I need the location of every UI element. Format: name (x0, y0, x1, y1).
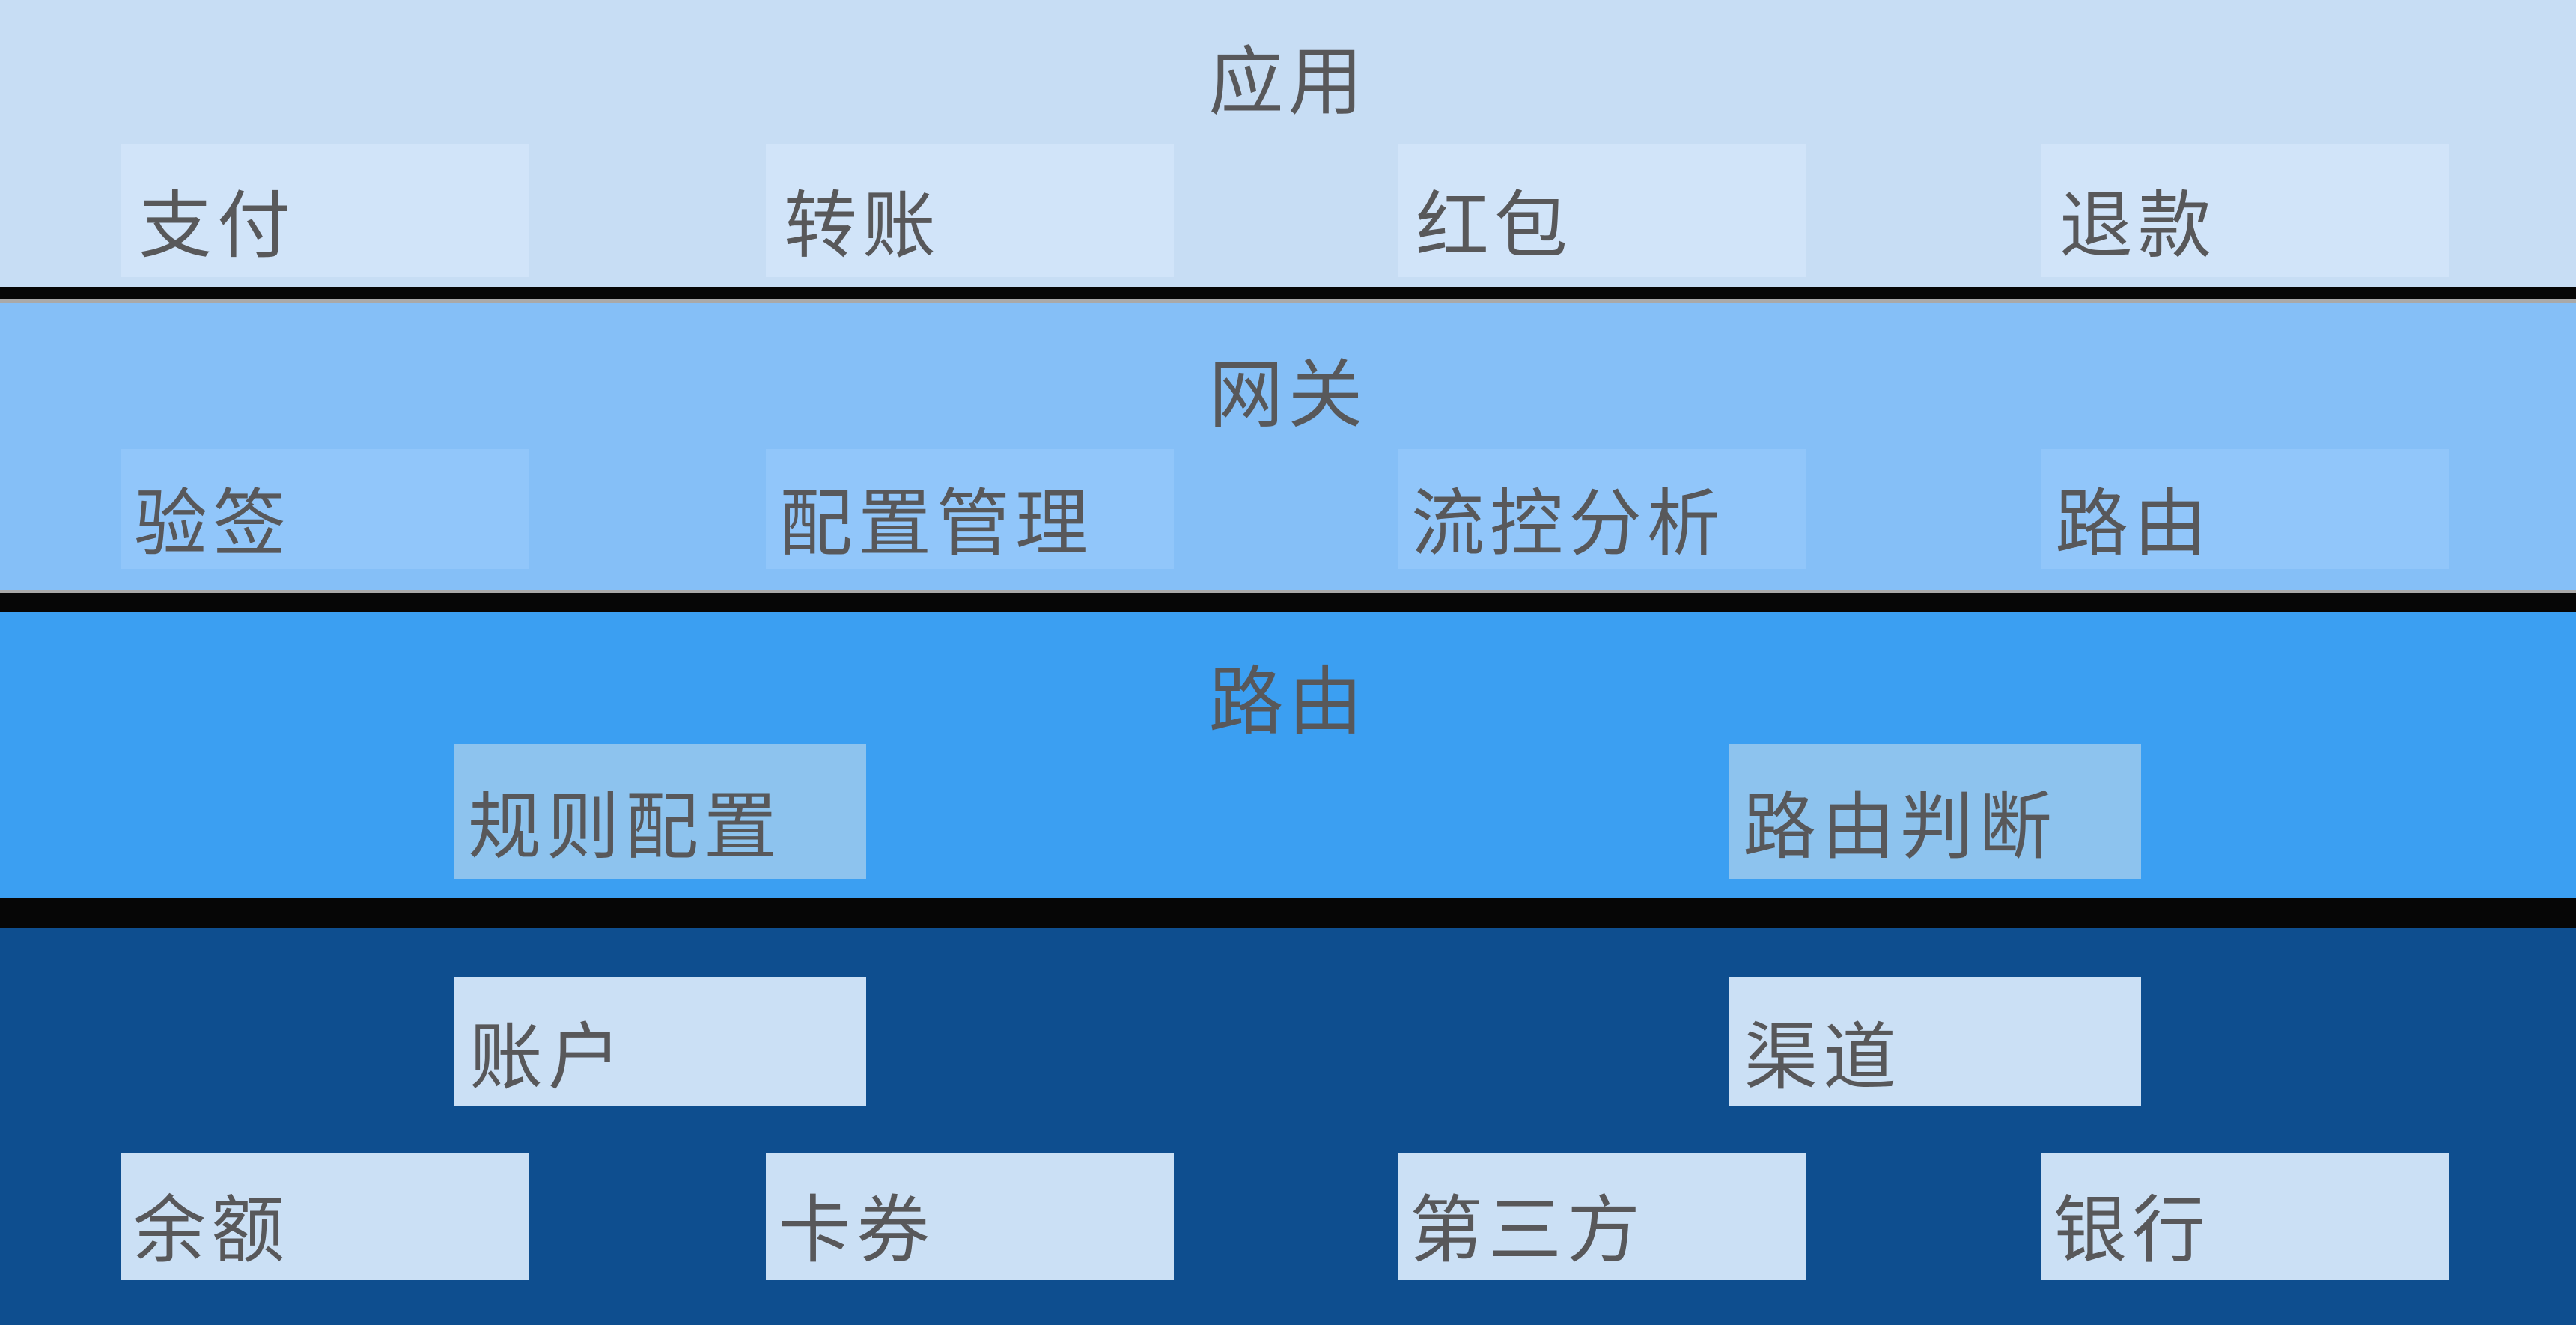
routing-item-rule-config-label: 规则配置 (468, 785, 783, 868)
layer-application: 应用 支付 转账 红包 退款 (0, 0, 2576, 287)
layer-divider-3 (0, 898, 2576, 928)
app-item-payment-label: 支付 (138, 184, 296, 266)
gateway-item-sign-verification: 验签 (121, 449, 529, 569)
layer-application-title: 应用 (1208, 40, 1368, 124)
layer-routing: 路由 规则配置 路由判断 (0, 612, 2576, 898)
foundation-item-card-coupon: 卡券 (766, 1153, 1174, 1280)
foundation-item-balance: 余额 (121, 1153, 529, 1280)
layer-divider-2-edge (0, 590, 2576, 593)
app-item-red-packet: 红包 (1398, 144, 1806, 277)
routing-item-routing-decision: 路由判断 (1729, 744, 2141, 879)
foundation-item-account: 账户 (454, 977, 866, 1106)
app-item-refund: 退款 (2041, 144, 2449, 277)
foundation-item-third-party: 第三方 (1398, 1153, 1806, 1280)
layer-gateway-title: 网关 (1208, 353, 1368, 437)
foundation-item-channel: 渠道 (1729, 977, 2141, 1106)
gateway-item-flow-control-analysis-label: 流控分析 (1411, 482, 1726, 564)
routing-item-rule-config: 规则配置 (454, 744, 866, 879)
app-item-transfer: 转账 (766, 144, 1174, 277)
routing-item-routing-decision-label: 路由判断 (1743, 785, 2058, 868)
gateway-item-routing: 路由 (2041, 449, 2449, 569)
gateway-item-config-management: 配置管理 (766, 449, 1174, 569)
layer-divider-1 (0, 287, 2576, 299)
foundation-item-balance-label: 余额 (133, 1189, 290, 1271)
foundation-item-bank-label: 银行 (2053, 1189, 2211, 1271)
foundation-item-bank: 银行 (2041, 1153, 2449, 1280)
gateway-item-routing-label: 路由 (2055, 482, 2213, 564)
foundation-item-account-label: 账户 (469, 1016, 627, 1098)
foundation-item-card-coupon-label: 卡券 (778, 1189, 936, 1271)
layer-divider-1-edge (0, 299, 2576, 303)
gateway-item-config-management-label: 配置管理 (779, 482, 1094, 564)
layer-routing-title: 路由 (1208, 660, 1368, 744)
app-item-refund-label: 退款 (2059, 184, 2217, 266)
app-item-red-packet-label: 红包 (1416, 184, 1574, 266)
layer-foundation: 账户 渠道 余额 卡券 第三方 银行 (0, 928, 2576, 1325)
layer-gateway: 网关 验签 配置管理 流控分析 路由 (0, 303, 2576, 590)
foundation-item-third-party-label: 第三方 (1410, 1189, 1646, 1271)
gateway-item-flow-control-analysis: 流控分析 (1398, 449, 1806, 569)
app-item-payment: 支付 (121, 144, 529, 277)
foundation-item-channel-label: 渠道 (1744, 1016, 1902, 1098)
layer-divider-2 (0, 593, 2576, 612)
gateway-item-sign-verification-label: 验签 (134, 482, 292, 564)
app-item-transfer-label: 转账 (784, 184, 942, 266)
